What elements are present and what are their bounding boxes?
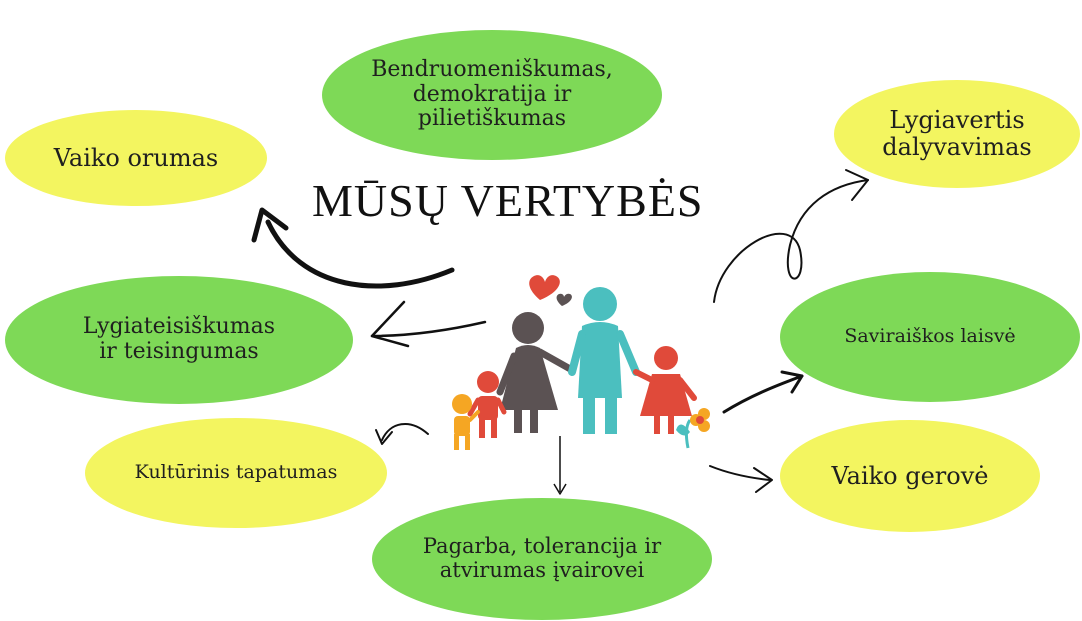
bubble-equal-participation-label: Lygiavertis dalyvavimas (882, 106, 1032, 161)
bubble-equality: Lygiateisiškumas ir teisingumas (5, 276, 353, 404)
bubble-respect-label: Pagarba, tolerancija ir atvirumas įvairo… (422, 534, 662, 582)
bubble-child-wellbeing-label: Vaiko gerovė (831, 461, 989, 490)
bubble-community-label: Bendruomeniškumas, demokratija ir piliet… (371, 57, 613, 132)
arrow-to-equality (370, 320, 487, 338)
arrow-to-self-expression (722, 374, 804, 414)
bubble-equal-participation: Lygiavertis dalyvavimas (834, 80, 1080, 188)
arrow-to-self-expression-head (780, 370, 804, 394)
heart-red-icon (529, 275, 560, 300)
bubble-respect: Pagarba, tolerancija ir atvirumas įvairo… (372, 498, 712, 620)
diagram-title: MŪSŲ VERTYBĖS (312, 175, 704, 226)
arrow-to-participation-head (845, 169, 869, 201)
flower-icon (676, 408, 710, 449)
family-toddler-figure (452, 394, 480, 450)
heart-gray-icon (556, 293, 572, 306)
bubble-self-expression: Saviraiškos laisvė (780, 272, 1080, 402)
family-boy-figure (467, 371, 507, 438)
arrow-to-wellbeing-head (753, 467, 773, 493)
bubble-self-expression-label: Saviraiškos laisvė (844, 325, 1016, 348)
family-mother-figure (496, 312, 576, 433)
arrow-to-cultural (381, 422, 429, 441)
bubble-cultural-identity: Kultūrinis tapatumas (85, 418, 387, 528)
arrow-to-cultural-head (375, 429, 393, 445)
family-father-figure (568, 287, 640, 434)
bubble-dignity: Vaiko orumas (5, 110, 267, 206)
bubble-equality-label: Lygiateisiškumas ir teisingumas (82, 314, 276, 364)
family-girl-figure (633, 346, 697, 434)
bubble-cultural-identity-label: Kultūrinis tapatumas (134, 461, 338, 484)
arrow-to-dignity-head (251, 207, 289, 243)
bubble-community: Bendruomeniškumas, demokratija ir piliet… (322, 30, 662, 160)
bubble-child-wellbeing: Vaiko gerovė (780, 420, 1040, 532)
bubble-dignity-label: Vaiko orumas (53, 143, 219, 172)
arrow-to-participation (713, 179, 869, 303)
arrow-to-wellbeing (709, 465, 771, 481)
arrow-to-dignity (265, 219, 455, 289)
arrow-to-respect-head (553, 483, 567, 495)
arrow-to-equality-head (370, 300, 410, 348)
